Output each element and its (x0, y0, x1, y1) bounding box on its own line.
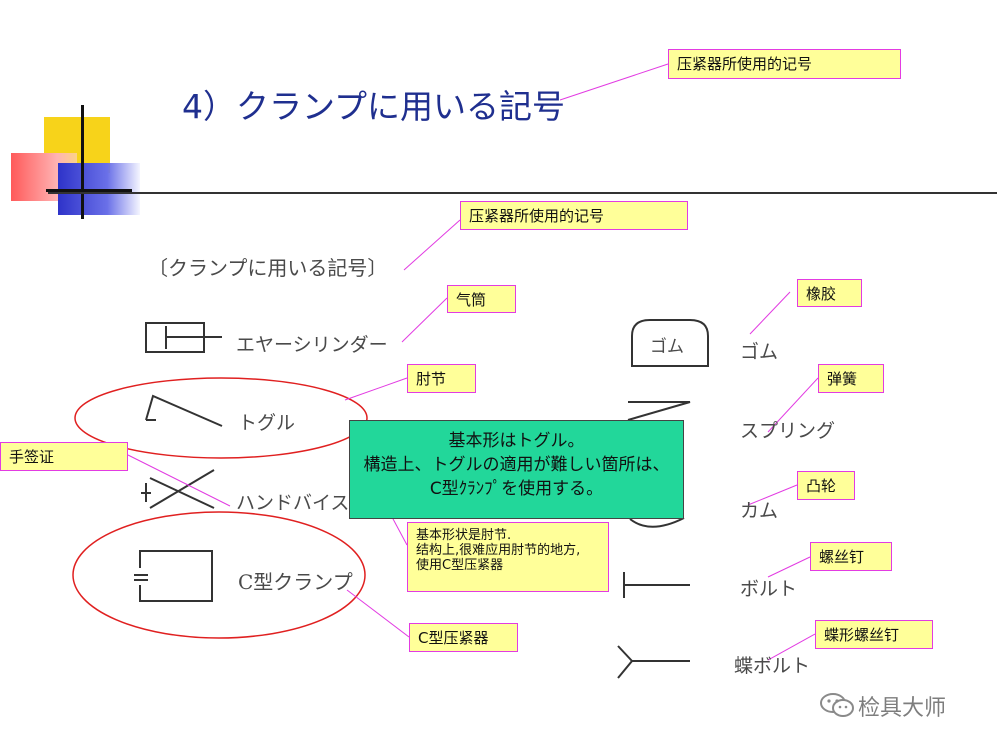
wing-bolt-symbol (617, 645, 690, 679)
wechat-icon (820, 693, 854, 717)
toggle-symbol (145, 394, 223, 427)
scan-heading: 〔クランプに用いる記号〕 (148, 256, 388, 280)
label-hand-vise: ハンドバイス (236, 492, 350, 514)
decor-vertical-line (81, 105, 84, 219)
callout-toggle: 肘节 (407, 364, 476, 393)
label-wing-bolt: 蝶ボルト (734, 655, 811, 677)
callout-cam: 凸轮 (797, 471, 855, 500)
title-underline (48, 192, 997, 194)
slide-title: 4）クランプに用いる記号 (182, 87, 566, 126)
callout-explanation-cn: 基本形状是肘节. 结构上,很难应用肘节的地方, 使用C型压紧器 (407, 522, 609, 592)
label-cam: カム (740, 500, 779, 522)
callout-spring: 弹簧 (818, 364, 884, 393)
c-clamp-symbol (134, 550, 213, 602)
callout-bolt: 螺丝钉 (810, 542, 892, 571)
watermark-text: 检具大师 (858, 696, 947, 721)
cam-symbol (629, 517, 685, 528)
note-line-1: 基本形はトグル。 (448, 431, 585, 451)
callout-wing-bolt: 蝶形螺丝钉 (815, 620, 933, 649)
note-box: 基本形はトグル。 構造上、トグルの適用が難しい箇所は、 C型ｸﾗﾝﾌﾟを使用する… (349, 420, 684, 519)
label-air-cylinder: エヤーシリンダー (236, 334, 388, 356)
hand-vise-symbol (141, 469, 215, 509)
callout-c-clamp: C型压紧器 (409, 623, 518, 652)
bolt-symbol (623, 572, 690, 598)
label-toggle: トグル (238, 412, 296, 434)
label-rubber: ゴム (740, 341, 779, 363)
label-c-clamp: C型クランプ (238, 570, 353, 594)
callout-title-symbols: 压紧器所使用的记号 (668, 49, 901, 79)
toggle-highlight-ellipse (74, 377, 368, 459)
rubber-symbol-text: ゴム (650, 337, 684, 357)
rubber-symbol (631, 319, 709, 367)
decor-horizontal-line (46, 189, 132, 192)
callout-cylinder: 气筒 (447, 285, 516, 313)
spring-symbol (627, 401, 691, 421)
label-spring: スプリング (740, 420, 836, 442)
note-line-2: 構造上、トグルの適用が難しい箇所は、 (363, 455, 670, 475)
c-clamp-highlight-ellipse (72, 511, 366, 639)
callout-hand-vise: 手签证 (0, 442, 128, 471)
callout-rubber: 橡胶 (797, 279, 862, 307)
note-line-3: C型ｸﾗﾝﾌﾟを使用する。 (429, 479, 604, 499)
air-cylinder-symbol (145, 322, 222, 353)
callout-heading-symbols: 压紧器所使用的记号 (460, 201, 688, 230)
label-bolt: ボルト (740, 578, 798, 600)
